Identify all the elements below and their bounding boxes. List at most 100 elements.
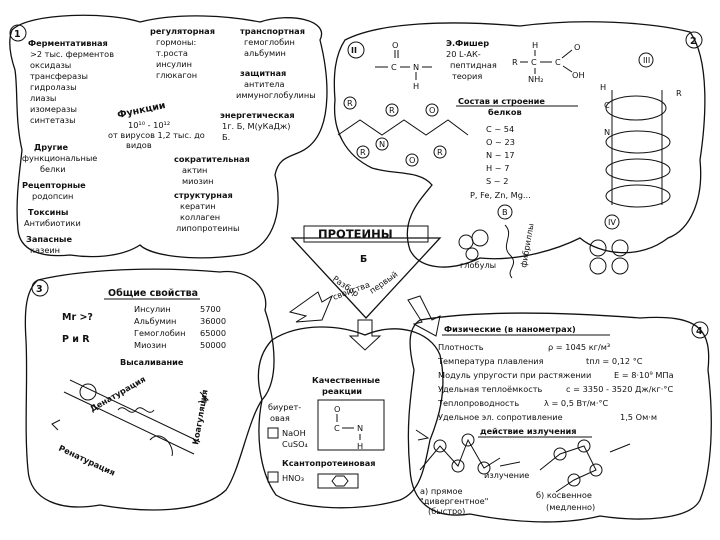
block4-outline [407, 312, 712, 523]
biuret-label: биурет- [268, 402, 301, 412]
atom-n: N [357, 423, 363, 433]
fischer-theory-line: пептидная [450, 60, 497, 70]
tertiary-circle [497, 204, 513, 220]
globule-icons [458, 229, 489, 261]
property-value: λ = 0,5 Вт/м·°C [544, 398, 609, 408]
atom-c: C [391, 62, 397, 72]
species-count: 10¹⁰ - 10¹² [128, 120, 170, 130]
group-nh2: NH₂ [528, 74, 544, 84]
atom-h: H [413, 81, 419, 91]
block4-number-circle [691, 321, 709, 339]
func-protective: защитная [240, 68, 286, 78]
fischer-name: Э.Фишер [446, 38, 489, 48]
species-count: видов [126, 140, 152, 150]
test-tube-icon [267, 427, 279, 439]
atom-h: H [532, 40, 538, 50]
toxins-label: Токсины [28, 207, 68, 217]
antibiotics-label: Антибиотики [24, 218, 81, 228]
block2-roman: II [351, 46, 357, 55]
property-value: tпл = 0,12 °C [586, 356, 643, 366]
property-value: c = 3350 - 3520 Дж/кг·°С [566, 384, 673, 394]
atom-o: O [574, 42, 580, 52]
block2-outline [333, 21, 706, 268]
transport-item: гемоглобин [244, 37, 295, 47]
fischer-theory-line: 20 L-АК- [446, 49, 481, 59]
indirect-action-label: б) косвенное [536, 490, 592, 500]
biuret-label-line2: овая [270, 413, 290, 423]
energy-value: 1г. Б, М(уКаДж) [222, 121, 290, 131]
atom-r: R [512, 57, 518, 67]
denaturation-diagram [51, 379, 210, 457]
protein-name: Миозин [134, 340, 166, 350]
composition-title-line2: белков [488, 107, 522, 117]
structural-item: липопротеины [176, 223, 239, 233]
protein-name: Альбумин [134, 316, 176, 326]
storage-proteins: Запасные [26, 234, 72, 244]
amino-acid-formula: H R C C O OH NH₂ [512, 40, 585, 84]
func-transport: транспортная [240, 26, 305, 36]
composition-title: Состав и строение [458, 96, 545, 106]
element-row: S ~ 2 [486, 176, 508, 186]
property-name: Удельная теплоёмкость [438, 384, 542, 394]
protective-item: иммуноглобулины [236, 90, 316, 100]
tertiary-label: В [502, 207, 508, 217]
atom-h: H [600, 82, 606, 92]
atom-n: N [604, 127, 610, 137]
structural-item: кератин [180, 201, 216, 211]
protein-name: Гемоглобин [134, 328, 185, 338]
radiation-arrow-label: излучение [484, 470, 529, 480]
protein-mass: 5700 [200, 304, 221, 314]
mr-label: Mr >? [62, 312, 93, 323]
other-proteins-line: белки [40, 164, 66, 174]
peptide-bond-formula: O C N H [375, 40, 432, 91]
atom-o: O [334, 404, 340, 414]
hormones-label: гормоны: [156, 37, 196, 47]
contractile-item: актин [182, 165, 207, 175]
transport-item: альбумин [244, 48, 286, 58]
peptide-test-formula: O C N H [317, 399, 385, 451]
atom-r: R [676, 88, 682, 98]
structural-item: коллаген [180, 212, 220, 222]
func-structural: структурная [174, 190, 233, 200]
struct-label: III [643, 55, 650, 65]
func-contractile: сократительная [174, 154, 250, 164]
xanthoprotein-label: Ксантопротеиновая [282, 458, 376, 468]
salting-label: Высаливание [120, 357, 184, 367]
property-name: Удельное эл. сопротивление [438, 412, 563, 422]
atom-n: N [413, 62, 419, 72]
direct-action-label: (быстро) [428, 506, 465, 516]
block2-roman-circle [347, 41, 365, 59]
center-arrows [288, 291, 441, 351]
center-letter: Б [360, 254, 367, 265]
atom-c: C [604, 100, 610, 110]
block3-number: 3 [36, 284, 43, 295]
fibrillar-label: фибриллы [518, 222, 536, 268]
reagent-hno3: HNO₃ [282, 473, 304, 483]
struct-iv-label: IV [608, 217, 616, 227]
functions-label: Функции [116, 100, 166, 121]
block1-number: 1 [14, 29, 21, 40]
reagent-naoh: NaOH [282, 428, 306, 438]
enzyme-class: гидролазы [30, 82, 77, 92]
fischer-theory-line: теория [452, 71, 482, 81]
coagulation-label: Коагуляция [190, 389, 210, 446]
residue-o: O [429, 105, 435, 115]
enzyme-class: лиазы [30, 93, 56, 103]
atom-c: C [334, 423, 340, 433]
block5-outline [257, 326, 444, 509]
property-name: Модуль упругости при растяжении [438, 370, 591, 380]
test-tube-icon [267, 471, 279, 483]
element-row: N ~ 17 [486, 150, 515, 160]
direct-action-label: "дивергентное" [420, 496, 488, 506]
residue-r: R [437, 147, 443, 157]
protective-item: антитела [244, 79, 285, 89]
property-value: ρ = 1045 кг/м³ [548, 342, 610, 352]
enzyme-class: трансферазы [30, 71, 88, 81]
alpha-helix-structure: III H C N R [600, 52, 682, 208]
center-diamond: ПРОТЕИНЫ Б Разбор первый свойства [290, 225, 442, 319]
func-energy: энергетическая [220, 110, 295, 120]
struct-iv-circle [604, 214, 620, 230]
element-row: C ~ 54 [486, 124, 514, 134]
polypeptide-chain: R R N R O O R [337, 96, 469, 167]
